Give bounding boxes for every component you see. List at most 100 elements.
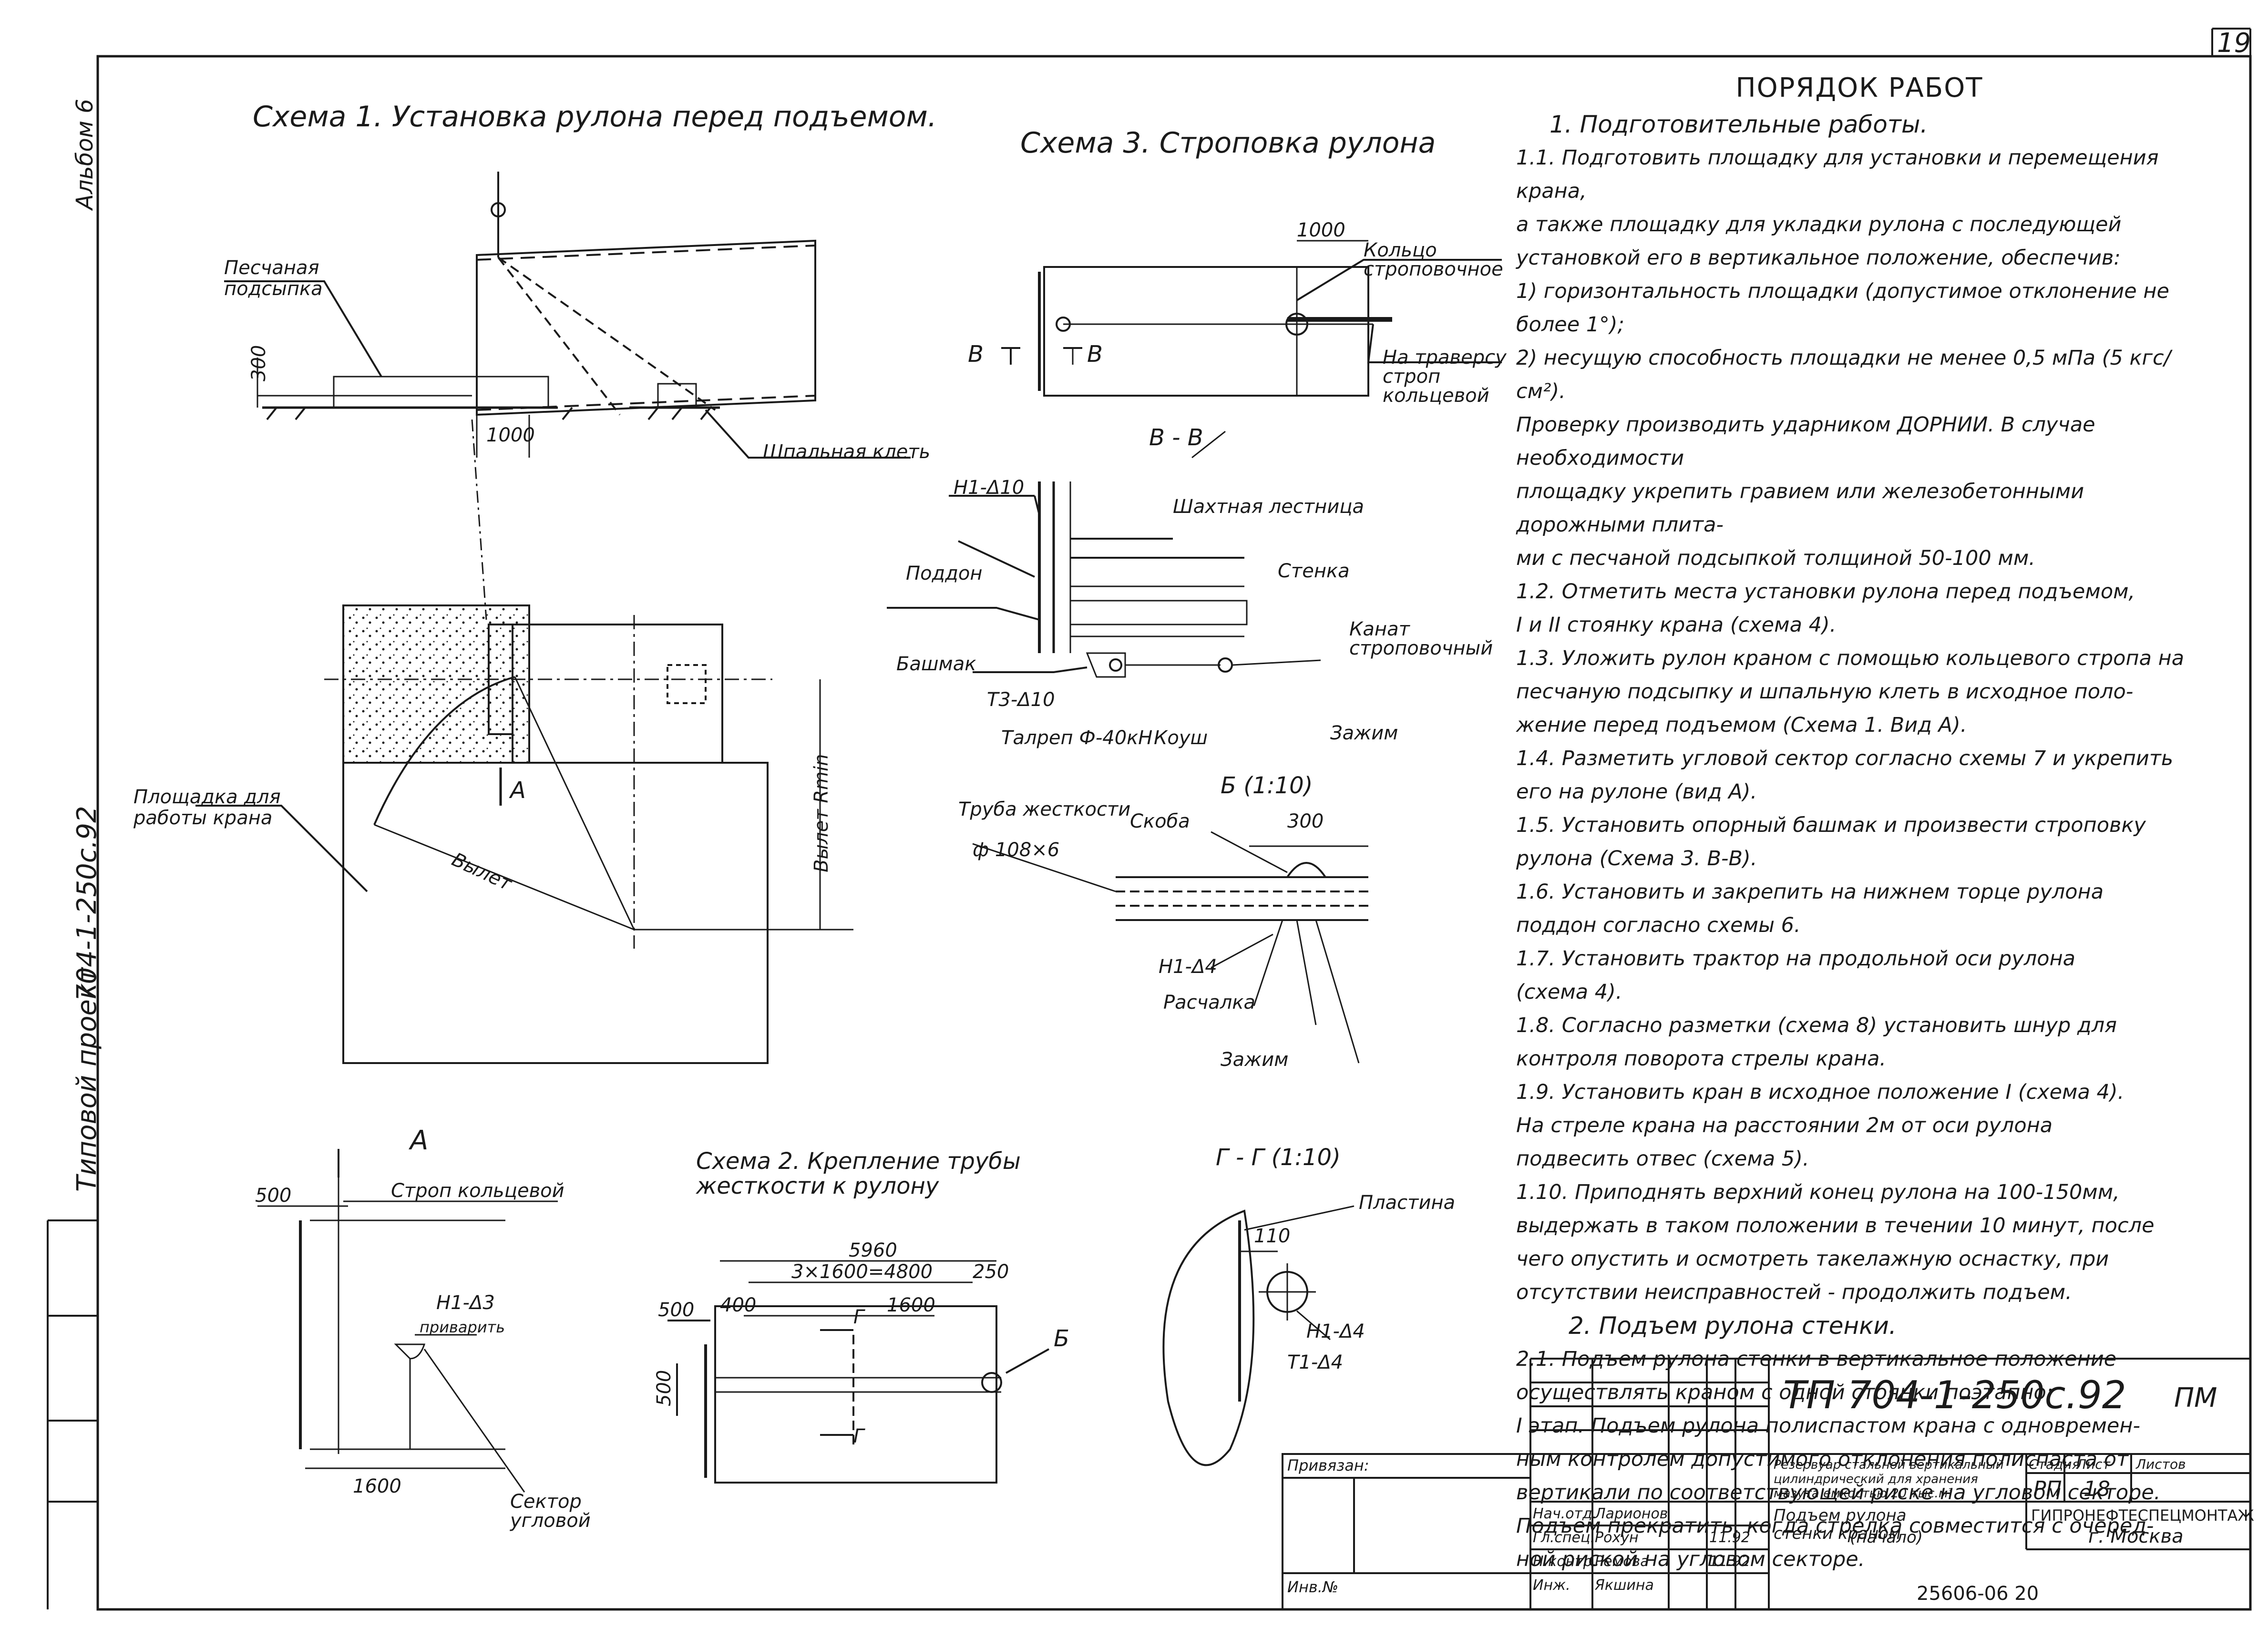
stamp-name: Ларионов (1595, 1505, 1668, 1522)
view-a-h1-3: Н1-Δ3 (436, 1292, 495, 1314)
stamp-code: ТП 704-1-250с.92 (1783, 1373, 2126, 1417)
view-b-drawing (972, 831, 1368, 1064)
stamp-sheets-head: Листов (2136, 1456, 2186, 1472)
section-gg-t1-4: Т1-Δ4 (1287, 1351, 1344, 1373)
procedure-line: его на рулоне (вид А). (1516, 780, 1757, 804)
section-gg-dim-110: 110 (1254, 1225, 1291, 1247)
t3-10-label: Т3-Δ10 (987, 689, 1055, 711)
page-number: 19 (2217, 28, 2251, 59)
procedure-line: жение перед подъемом (Схема 1. Вид А). (1516, 713, 1967, 737)
procedure-line: 1.9. Установить кран в исходное положени… (1516, 1080, 2124, 1104)
procedure-line: I и II стоянку крана (схема 4). (1516, 613, 1837, 637)
procedure-line: 1.4. Разметить угловой сектор согласно с… (1516, 747, 2174, 770)
sheet-frame (47, 28, 2252, 1611)
view-a-dim-500: 500 (255, 1185, 292, 1207)
procedure-line: более 1°); (1516, 313, 1625, 337)
procedure-line: (схема 4). (1516, 980, 1622, 1004)
stamp-date: 11.92 (1709, 1553, 1750, 1570)
scheme3-title: Схема 3. Строповка рулона (1020, 126, 1436, 160)
procedure-line: 1.1. Подготовить площадку для установки … (1516, 146, 2159, 203)
ladder-label: Шахтная лестница (1173, 496, 1365, 518)
stamp-object: Резервуар стальной вертикальный цилиндри… (1774, 1458, 2004, 1501)
section-gg-title: Г - Г (1:10) (1216, 1144, 1341, 1171)
ring-sling-label: Кольцо строповочное (1364, 239, 1503, 280)
scheme2-dim-1600: 1600 (887, 1294, 935, 1316)
guy-label: Расчалка (1163, 992, 1256, 1014)
project-code-label: 704-1-250с.92 (72, 806, 103, 1001)
procedure-line: 1.3. Уложить рулон краном с помощью коль… (1516, 646, 2185, 670)
dim-1000-label: 1000 (486, 424, 535, 446)
stamp-role: Нач.отд. (1533, 1505, 1597, 1522)
bracket-label: Скоба (1130, 810, 1190, 832)
stamp-role: Инж. (1533, 1577, 1570, 1594)
section-gg-drawing (1162, 1205, 1355, 1466)
scheme2-mark-b: Б (1054, 1325, 1069, 1352)
view-a-mark: А (510, 777, 526, 804)
scheme1-title: Схема 1. Установка рулона перед подъемом… (253, 100, 937, 133)
pallet-label: Поддон (906, 563, 983, 584)
procedure-line: отсутствии неисправностей - продолжить п… (1516, 1280, 2072, 1304)
scheme3-dim-1000: 1000 (1297, 219, 1345, 241)
view-b-clamp: Зажим (1221, 1049, 1289, 1071)
sector-label: Сектор угловой (510, 1491, 591, 1532)
scheme2-dim-400: 400 (720, 1294, 757, 1316)
procedure-line: осуществлять краном с одной стоянки поэт… (1516, 1381, 2053, 1404)
pipe-size-label: ф 108×6 (973, 839, 1060, 861)
stamp-archive: 25606-06 20 (1917, 1583, 2039, 1605)
procedure-line: выдержать в таком положении в течении 10… (1516, 1214, 2155, 1238)
section-vv-drawing (887, 481, 1321, 678)
procedure-title: ПОРЯДОК РАБОТ (1735, 72, 1983, 103)
procedure-text: ПОРЯДОК РАБОТ 1. Подготовительные работы… (1516, 72, 2203, 1576)
h1-10-label: Н1-Δ10 (954, 477, 1025, 499)
section-vv-title: В - В (1149, 424, 1203, 451)
title-block-frame (1282, 1358, 2251, 1610)
stamp-sheet-title: Подъем рулона стенки краном (1774, 1506, 1907, 1543)
plate-label: Пластина (1359, 1192, 1456, 1214)
procedure-line: а также площадку для укладки рулона с по… (1516, 213, 2122, 236)
procedure-section-2: 2. Подъем рулона стенки. (1569, 1312, 1897, 1340)
procedure-line: площадку укрепить гравием или железобето… (1516, 480, 2084, 537)
procedure-line: 2) несущую способность площадки не менее… (1516, 346, 2171, 403)
stamp-sheet: 18 (2083, 1477, 2110, 1501)
scheme2-dim-500a: 500 (658, 1299, 695, 1321)
album-label: Альбом 6 (72, 99, 98, 210)
procedure-line: поддон согласно схемы 6. (1516, 913, 1801, 937)
procedure-line: ной риской на угловом секторе. (1516, 1547, 1865, 1571)
dim-300-label: 300 (248, 345, 270, 381)
to-beam-label: На траверсу строп кольцевой (1383, 347, 1507, 407)
stamp-city: г. Москва (2088, 1525, 2184, 1547)
procedure-line: контроля поворота стрелы крана. (1516, 1047, 1887, 1071)
procedure-line: ным контролем допустимого отклонения пол… (1516, 1447, 2129, 1471)
procedure-line: песчаную подсыпку и шпальную клеть в исх… (1516, 680, 2134, 704)
stamp-date: 11.92 (1709, 1529, 1750, 1546)
procedure-line: 2.1. Подъем рулона стенки в вертикальное… (1516, 1347, 2117, 1371)
stamp-org: ГИПРОНЕФТЕСПЕЦМОНТАЖ (2031, 1506, 2254, 1525)
turnbuckle-label: Талреп Ф-40кН (1001, 727, 1153, 749)
weld-label: приварить (420, 1318, 505, 1336)
procedure-line: подвесить отвес (схема 5). (1516, 1147, 1809, 1171)
reach-min-label: Вылет Rmin (811, 754, 832, 872)
procedure-line: I этап. Подъем рулона полиспастом крана … (1516, 1414, 2140, 1438)
scheme2-dim-250: 250 (973, 1261, 1009, 1283)
section-gg-h1-4: Н1-Δ4 (1306, 1321, 1365, 1342)
procedure-steps-2: 2.1. Подъем рулона стенки в вертикальное… (1516, 1342, 2203, 1576)
view-a-ring-sling: Строп кольцевой (391, 1180, 564, 1202)
stamp-mark: ПМ (2174, 1382, 2217, 1413)
procedure-line: чего опустить и осмотреть такелажную осн… (1516, 1247, 2109, 1271)
clamp-label: Зажим (1330, 722, 1398, 744)
procedure-line: Подъем прекратить, когда стрелка совмест… (1516, 1514, 2154, 1538)
procedure-line: 1.5. Установить опорный башмак и произве… (1516, 813, 2146, 837)
stamp-stage-head: Стадия (2029, 1456, 2080, 1472)
stamp-inv: Инв.№ (1287, 1578, 1339, 1596)
thimble-label: Коуш (1154, 727, 1208, 749)
stamp-sheet-sub: (начало) (1850, 1528, 1923, 1547)
scheme2-mark-g2: Г (853, 1425, 864, 1447)
procedure-line: вертикали по соответствующей риске на уг… (1516, 1481, 2161, 1505)
procedure-line: 1) горизонтальность площадки (допустимое… (1516, 279, 2169, 303)
view-a-dim-1600: 1600 (353, 1475, 401, 1497)
view-b-dim-300: 300 (1287, 810, 1324, 832)
stamp-role: Гл.спец. (1533, 1529, 1595, 1546)
rope-label: Канат строповочный (1349, 618, 1493, 659)
procedure-section-1: 1. Подготовительные работы. (1550, 111, 1928, 138)
procedure-line: На стреле крана на расстоянии 2м от оси … (1516, 1114, 2053, 1137)
